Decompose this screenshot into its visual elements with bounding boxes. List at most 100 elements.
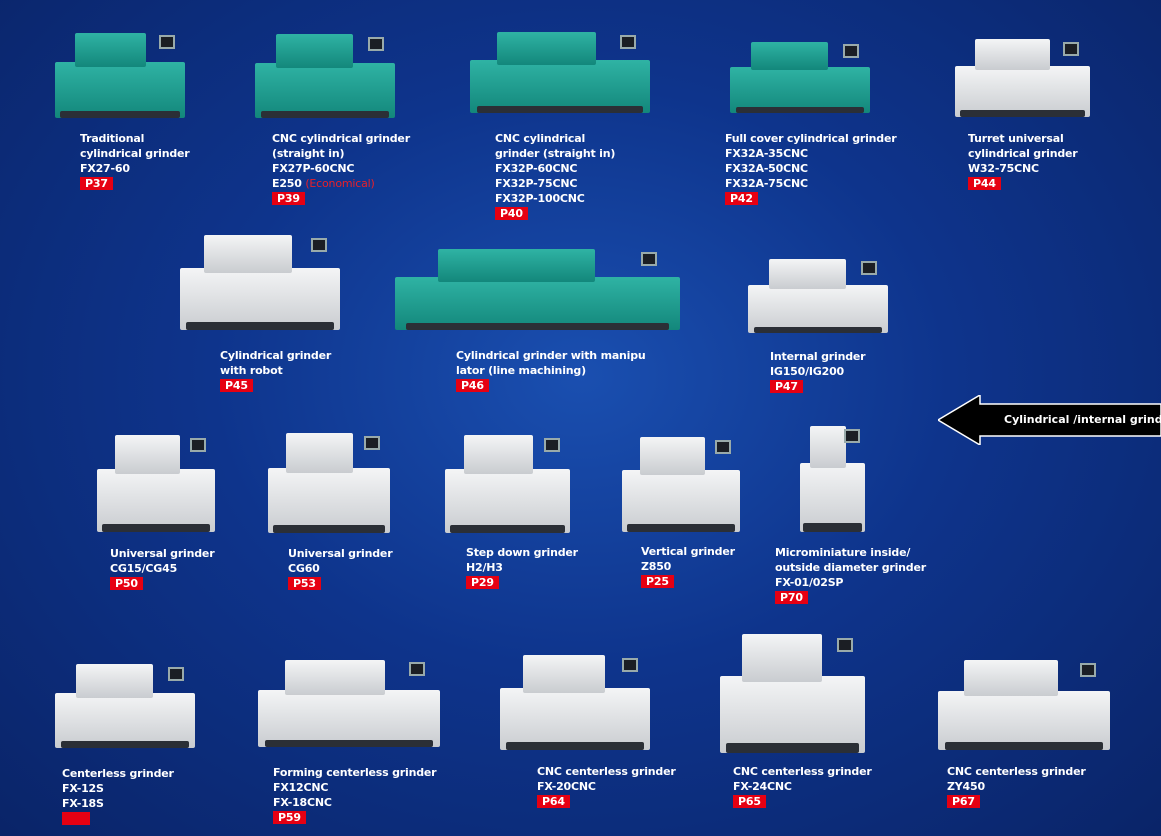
caption-line: cylindrical grinder (80, 147, 190, 160)
caption-line: FX32A-75CNC (725, 177, 808, 190)
machine-image (395, 245, 680, 330)
caption-line: FX32P-75CNC (495, 177, 578, 190)
economical-note: (Economical) (305, 177, 375, 190)
page-badge[interactable]: P67 (947, 795, 980, 808)
caption-line: CG15/CG45 (110, 562, 178, 575)
machine-image (748, 255, 888, 333)
product-caption: Cylindrical grinder with manipu lator (li… (456, 348, 646, 393)
page-badge[interactable]: P59 (273, 811, 306, 824)
caption-line: Microminiature inside/ (775, 546, 911, 559)
machine-image (800, 420, 865, 532)
product-caption: CNC cylindrical grinder (straight in) FX2… (272, 131, 410, 206)
caption-line: FX-18S (62, 797, 104, 810)
machine-image (720, 628, 865, 753)
machine-image (500, 650, 650, 750)
page-badge[interactable]: P64 (537, 795, 570, 808)
caption-line: CNC centerless grinder (733, 765, 872, 778)
caption-line: FX27-60 (80, 162, 130, 175)
machine-image (268, 428, 390, 533)
caption-line: FX32A-50CNC (725, 162, 808, 175)
section-arrow: Cylindrical /internal grinding (938, 395, 1161, 445)
page-badge[interactable]: P53 (288, 577, 321, 590)
caption-line: Cylindrical grinder (220, 349, 332, 362)
caption-line: CNC cylindrical (495, 132, 586, 145)
caption-line: Step down grinder (466, 546, 578, 559)
page-badge[interactable]: P50 (110, 577, 143, 590)
caption-line: CNC centerless grinder (947, 765, 1086, 778)
caption-line: ZY450 (947, 780, 985, 793)
caption-line: Full cover cylindrical grinder (725, 132, 897, 145)
caption-line: FX12CNC (273, 781, 329, 794)
caption-line: FX32P-60CNC (495, 162, 578, 175)
page-badge[interactable]: P46 (456, 379, 489, 392)
caption-line: (straight in) (272, 147, 345, 160)
section-label: Cylindrical /internal grinding (1004, 413, 1161, 426)
page-badge[interactable]: P44 (968, 177, 1001, 190)
page-badge[interactable]: P70 (775, 591, 808, 604)
caption-line: Universal grinder (110, 547, 215, 560)
machine-image (55, 28, 185, 118)
page-badge[interactable]: P40 (495, 207, 528, 220)
machine-image (938, 655, 1110, 750)
caption-line: Z850 (641, 560, 672, 573)
caption-line: FX-18CNC (273, 796, 332, 809)
caption-line: Traditional (80, 132, 145, 145)
page-badge[interactable]: P39 (272, 192, 305, 205)
caption-line: Turret universal (968, 132, 1064, 145)
machine-image (730, 38, 870, 113)
machine-image (445, 430, 570, 533)
page-badge[interactable]: P65 (733, 795, 766, 808)
page-badge[interactable] (62, 812, 90, 825)
caption-line: FX-24CNC (733, 780, 792, 793)
caption-line: grinder (straight in) (495, 147, 616, 160)
machine-image (97, 430, 215, 532)
caption-line: with robot (220, 364, 283, 377)
caption-line: FX-20CNC (537, 780, 596, 793)
caption-line: CG60 (288, 562, 320, 575)
product-caption: CNC cylindrical grinder (straight in) FX32… (495, 131, 615, 221)
machine-image (255, 30, 395, 118)
machine-image (955, 35, 1090, 117)
page-badge[interactable]: P25 (641, 575, 674, 588)
caption-line: Forming centerless grinder (273, 766, 437, 779)
caption-line: H2/H3 (466, 561, 503, 574)
caption-line: Universal grinder (288, 547, 393, 560)
page-badge[interactable]: P45 (220, 379, 253, 392)
caption-line: IG150/IG200 (770, 365, 844, 378)
machine-image (55, 660, 195, 748)
caption-line: FX32P-100CNC (495, 192, 585, 205)
caption-line: FX-12S (62, 782, 104, 795)
caption-line: FX27P-60CNC (272, 162, 355, 175)
page-badge[interactable]: P47 (770, 380, 803, 393)
page-badge[interactable]: P42 (725, 192, 758, 205)
caption-line: Cylindrical grinder with manipu (456, 349, 646, 362)
caption-line: Vertical grinder (641, 545, 735, 558)
machine-image (258, 655, 440, 747)
arrow-left-icon (938, 395, 1161, 445)
page-badge[interactable]: P29 (466, 576, 499, 589)
caption-line: CNC centerless grinder (537, 765, 676, 778)
page-badge[interactable]: P37 (80, 177, 113, 190)
caption-line: CNC cylindrical grinder (272, 132, 410, 145)
caption-line: outside diameter grinder (775, 561, 926, 574)
caption-line: E250 (Economical) (272, 176, 410, 191)
caption-line: W32-75CNC (968, 162, 1039, 175)
caption-line: FX-01/02SP (775, 576, 844, 589)
machine-image (470, 28, 650, 113)
caption-line: lator (line machining) (456, 364, 586, 377)
caption-line: Internal grinder (770, 350, 866, 363)
model-name: E250 (272, 177, 302, 190)
